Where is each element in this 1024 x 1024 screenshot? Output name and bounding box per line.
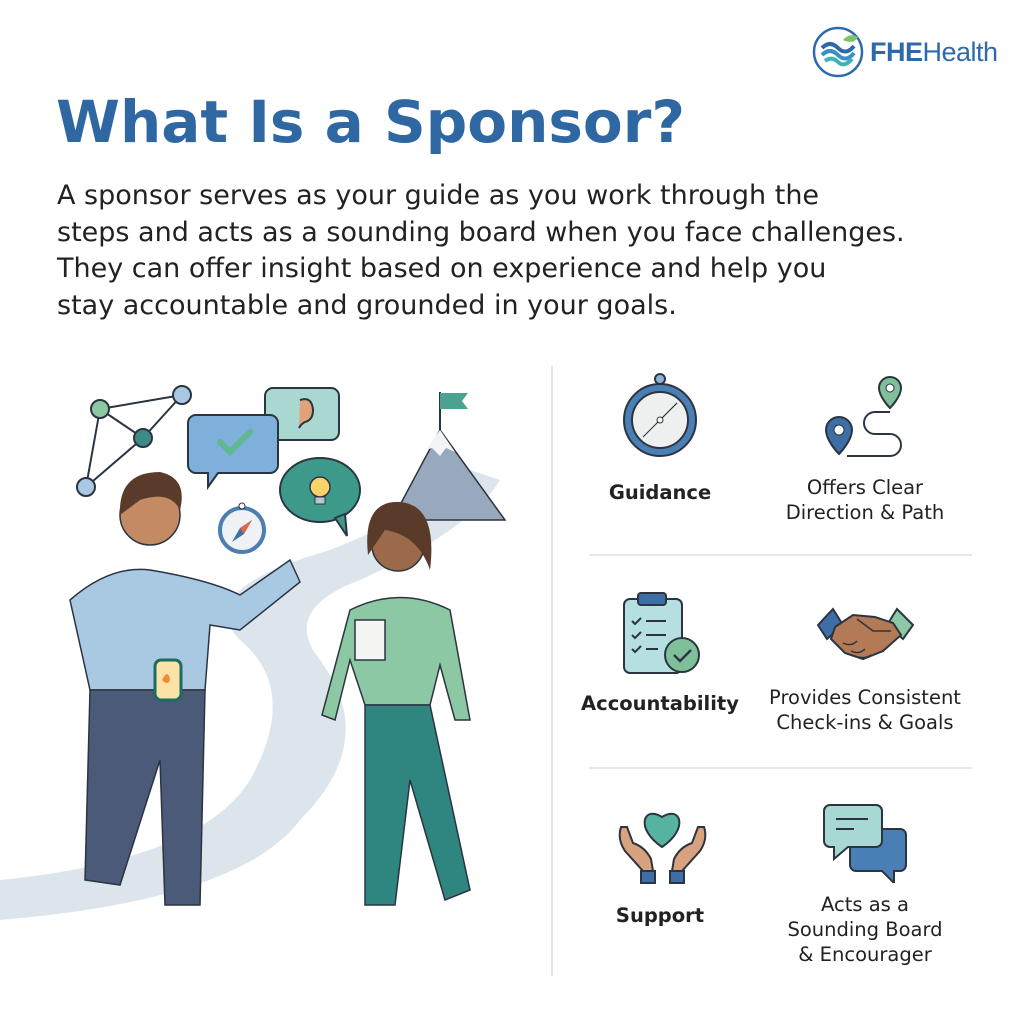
- intro-line: stay accountable and grounded in your go…: [57, 289, 677, 321]
- feature-label: Support: [615, 904, 705, 927]
- route-pins-icon: [824, 375, 903, 457]
- intro-paragraph: A sponsor serves as your guide as you wo…: [57, 178, 997, 324]
- row-divider: [589, 554, 972, 556]
- ear-chat-icon: [264, 387, 340, 441]
- row-divider: [589, 767, 972, 769]
- intro-line: A sponsor serves as your guide as you wo…: [57, 180, 820, 211]
- compass-icon: [623, 373, 697, 457]
- chat-bubbles-icon: [823, 804, 907, 883]
- feature-row-accountability: Accountability Provides Consistent Check…: [570, 585, 990, 775]
- network-icon: [76, 385, 192, 497]
- logo-wordmark: FHEHealth: [870, 36, 998, 67]
- intro-line: They can offer insight based on experien…: [57, 253, 827, 284]
- checkmark-chat-icon: [187, 414, 279, 491]
- feature-description: Provides Consistent Check-ins & Goals: [769, 686, 961, 734]
- checklist-clipboard-icon: [623, 592, 700, 674]
- feature-label: Accountability: [581, 692, 739, 715]
- sponsor-figure: [69, 472, 301, 906]
- column-divider: [551, 366, 553, 976]
- feature-row-support: Support Acts as a Sounding Board & Encou…: [570, 795, 990, 985]
- lightbulb-chat-icon: [279, 457, 361, 537]
- feature-description: Acts as a Sounding Board & Encourager: [787, 893, 943, 966]
- compass-icon: [218, 502, 266, 554]
- feature-row-guidance: Guidance Offers Clear Direction & Path: [570, 370, 990, 560]
- intro-line: steps and acts as a sounding board when …: [57, 216, 905, 248]
- handshake-icon: [816, 607, 915, 661]
- sponsee-figure: [321, 501, 471, 906]
- feature-label: Guidance: [608, 481, 712, 504]
- page-title: What Is a Sponsor?: [56, 88, 685, 156]
- heart-hands-icon: [618, 812, 707, 884]
- feature-description: Offers Clear Direction & Path: [785, 476, 945, 524]
- fhe-health-logo: FHEHealth: [812, 26, 998, 78]
- mountain-flag-icon: [388, 392, 507, 521]
- sponsor-illustration: [0, 385, 507, 920]
- wave-heart-logo-icon: [812, 26, 864, 78]
